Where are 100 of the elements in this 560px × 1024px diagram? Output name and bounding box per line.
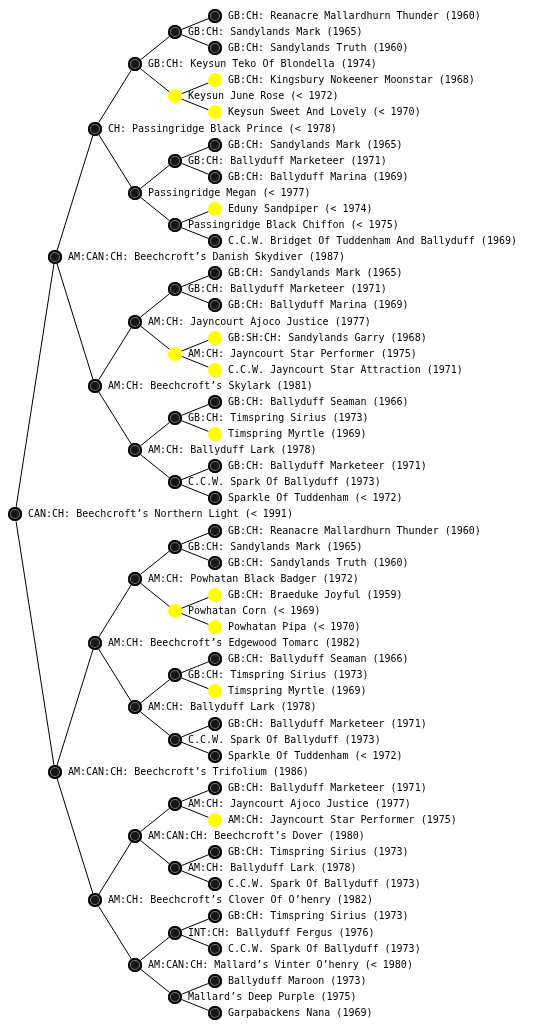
connector-line (181, 806, 209, 818)
connector-line (139, 807, 171, 833)
connector-line (98, 905, 132, 960)
dog-name-label: Eduny Sandpiper (< 1974) (228, 202, 373, 215)
dog-name-label: AM:CH: Jayncourt Star Performer (1975) (188, 347, 417, 360)
connector-line (98, 326, 132, 381)
connector-line (181, 98, 209, 111)
dog-name-label: GB:CH: Reanacre Mallardhurn Thunder (1960) (228, 10, 481, 22)
connector-line (181, 854, 209, 867)
dog-name-label: GB:CH: Sandylands Truth (1960) (228, 556, 409, 569)
connector-line (181, 355, 209, 368)
connector-line (181, 870, 209, 883)
dog-name-label: AM:CAN:CH: Beechcroft’s Dover (1980) (148, 830, 365, 843)
connector-line (181, 34, 209, 47)
dog-name-label: Sparkle Of Tuddenham (< 1972) (228, 749, 403, 762)
connector-line (15, 520, 55, 766)
connector-line (98, 584, 132, 638)
connector-line (139, 421, 171, 447)
connector-line (181, 162, 209, 175)
dog-name-label: AM:CH: Ballyduff Lark (1978) (148, 701, 317, 714)
connector-line (181, 532, 209, 545)
connector-line (181, 82, 209, 95)
dog-name-label: Ballyduff Maroon (1973) (228, 974, 367, 987)
connector-line (181, 227, 209, 239)
connector-line (181, 999, 209, 1011)
connector-line (181, 613, 209, 625)
dog-name-label: GB:CH: Ballyduff Seaman (1966) (228, 653, 409, 666)
dog-name-label: GB:CH: Ballyduff Marina (1969) (228, 299, 409, 312)
dog-name-label: GB:CH: Reanacre Mallardhurn Thunder (1960) (228, 524, 481, 537)
dog-name-label: C.C.W. Bridget Of Tuddenham And Ballyduff (1969) (228, 235, 517, 248)
dog-name-label: GB:CH: Braeduke Joyful (1959) (228, 588, 403, 601)
dog-name-label: AM:CAN:CH: Beechcroft’s Danish Skydiver (1987) (68, 251, 345, 264)
dog-name-label: GB:CH: Keysun Teko Of Blondella (1974) (148, 58, 377, 71)
dog-name-label: AM:CH: Jayncourt Ajoco Justice (1977) (148, 315, 371, 328)
dog-name-label: C.C.W. Spark Of Ballyduff (1973) (188, 476, 381, 489)
connector-line (139, 968, 171, 993)
dog-name-label: C.C.W. Jayncourt Star Attraction (1971) (228, 363, 463, 376)
connector-line (181, 677, 209, 690)
dog-name-label: GB:CH: Ballyduff Marketeer (1971) (188, 283, 387, 296)
connector-line (181, 741, 209, 754)
connector-line (181, 548, 209, 561)
connector-line (181, 725, 209, 738)
dog-name-label: GB:CH: Ballyduff Seaman (1966) (228, 395, 409, 408)
connector-line (15, 263, 55, 509)
dog-name-label: GB:CH: Ballyduff Marketeer (1971) (188, 154, 387, 167)
dog-name-label: C.C.W. Spark Of Ballyduff (1973) (228, 878, 421, 891)
connector-line (139, 582, 171, 608)
connector-line (139, 550, 171, 575)
dog-name-label: CH: Passingridge Black Prince (< 1978) (108, 122, 337, 135)
connector-line (139, 839, 171, 865)
dog-name-label: GB:CH: Ballyduff Marina (1969) (228, 170, 409, 183)
dog-name-label: AM:CH: Jayncourt Star Performer (1975) (228, 814, 457, 826)
connector-line (139, 196, 171, 222)
dog-name-label: GB:SH:CH: Sandylands Garry (1968) (228, 331, 427, 344)
dog-name-label: CAN:CH: Beechcroft’s Northern Light (< 1991) (28, 508, 293, 521)
connector-line (181, 597, 209, 609)
dog-name-label: GB:CH: Sandylands Mark (1965) (228, 138, 403, 151)
connector-line (139, 68, 171, 93)
connector-line (98, 648, 132, 702)
connector-line (139, 936, 171, 961)
dog-name-label: AM:CH: Powhatan Black Badger (1972) (148, 572, 359, 585)
connector-line (181, 291, 209, 304)
connector-line (139, 35, 171, 61)
dog-name-label: Passingridge Megan (< 1977) (148, 186, 311, 199)
connector-line (181, 339, 209, 352)
connector-line (56, 777, 94, 895)
connector-line (98, 841, 132, 895)
connector-line (181, 918, 209, 931)
dog-name-label: Garpabackens Nana (1969) (228, 1006, 373, 1019)
dog-name-label: Powhatan Corn (< 1969) (188, 604, 321, 617)
connector-line (56, 263, 94, 380)
dog-name-label: GB:CH: Timspring Sirius (1973) (188, 669, 369, 682)
dog-name-label: AM:CAN:CH: Beechcroft’s Trifolium (1986) (68, 765, 309, 778)
dog-name-label: Timspring Myrtle (1969) (228, 685, 367, 698)
dog-name-label: GB:CH: Timspring Sirius (1973) (228, 846, 409, 859)
connector-line (181, 789, 209, 802)
dog-name-label: GB:CH: Timspring Sirius (1973) (188, 412, 369, 424)
connector-line (56, 134, 94, 251)
dog-name-label: Keysun Sweet And Lovely (< 1970) (228, 106, 421, 119)
dog-name-label: AM:CH: Beechcroft’s Clover Of O’henry (1982) (108, 894, 373, 907)
dog-name-label: Timspring Myrtle (1969) (228, 428, 367, 441)
dog-name-label: Mallard’s Deep Purple (1975) (188, 990, 357, 1003)
dog-name-label: AM:CH: Beechcroft’s Edgewood Tomarc (1982) (108, 637, 361, 650)
dog-name-label: GB:CH: Ballyduff Marketeer (1971) (228, 717, 427, 730)
connector-line (181, 468, 209, 481)
dog-name-label: AM:CH: Beechcroft’s Skylark (1981) (108, 379, 313, 392)
connector-line (181, 211, 209, 223)
connector-line (181, 420, 209, 432)
dog-name-label: Keysun June Rose (< 1972) (188, 90, 339, 103)
connector-line (98, 391, 132, 445)
connector-line (181, 275, 209, 288)
dog-name-label: GB:CH: Sandylands Truth (1960) (228, 42, 409, 55)
dog-name-label: AM:CH: Jayncourt Ajoco Justice (1977) (188, 797, 411, 810)
dog-name-label: Sparkle Of Tuddenham (< 1972) (228, 492, 403, 505)
connector-line (139, 454, 171, 479)
dog-name-label: GB:CH: Ballyduff Marketeer (1971) (228, 781, 427, 794)
connector-line (139, 164, 171, 189)
connector-line (181, 18, 209, 30)
connector-line (181, 661, 209, 674)
dog-name-label: C.C.W. Spark Of Ballyduff (1973) (228, 942, 421, 955)
